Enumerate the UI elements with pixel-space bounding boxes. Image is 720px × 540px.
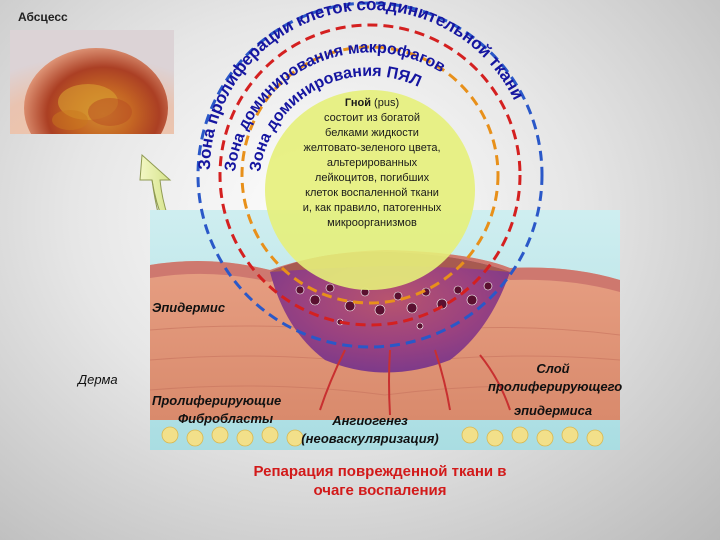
zone-inner-ring [240,45,500,305]
page-title: Абсцесс [18,10,68,24]
proliferating-epidermis-label: Слой пролиферирующего эпидермиса [488,360,623,420]
pus-line: и, как правило, патогенных [302,202,442,214]
pus-heading: Гной [344,97,371,109]
abscess-photo [10,30,174,134]
label-line: Фибробласты [178,411,274,426]
derma-label: Дерма [78,372,118,387]
caption: Репарация поврежденной ткани в очаге вос… [200,462,560,500]
label-line: пролиферирующего [488,379,623,394]
epidermis-label: Эпидермис [152,300,226,315]
label-line: Слой [536,361,570,376]
pus-line: желтовато-зеленого цвета, [303,142,441,154]
label-line: Пролиферирующие [152,393,282,408]
label-line: эпидермиса [513,403,593,418]
caption-line: очаге воспаления [313,482,447,499]
pus-line: состоит из богатой [324,112,420,124]
pus-line: альтерированных [326,157,418,169]
pus-line: белками жидкости [325,127,419,139]
pus-line: клеток воспаленной ткани [305,187,439,199]
fibroblasts-label: Пролиферирующие Фибробласты [152,392,281,428]
pus-line: микроорганизмов [327,217,417,229]
pus-heading-suffix: (pus) [374,97,400,109]
angiogenesis-label: Ангиогенез (неоваскуляризация) [285,412,455,448]
pus-description: Гной (pus) состоит из богатой белками жи… [272,96,472,266]
pus-line: лейкоцитов, погибших [314,172,430,184]
pus-area [265,90,475,290]
label-line: Ангиогенез [332,413,408,428]
caption-line: Репарация поврежденной ткани в [253,463,507,480]
label-line: (неоваскуляризация) [301,431,439,446]
zone-outer-ring [196,1,544,349]
zone-middle-ring [218,23,522,327]
